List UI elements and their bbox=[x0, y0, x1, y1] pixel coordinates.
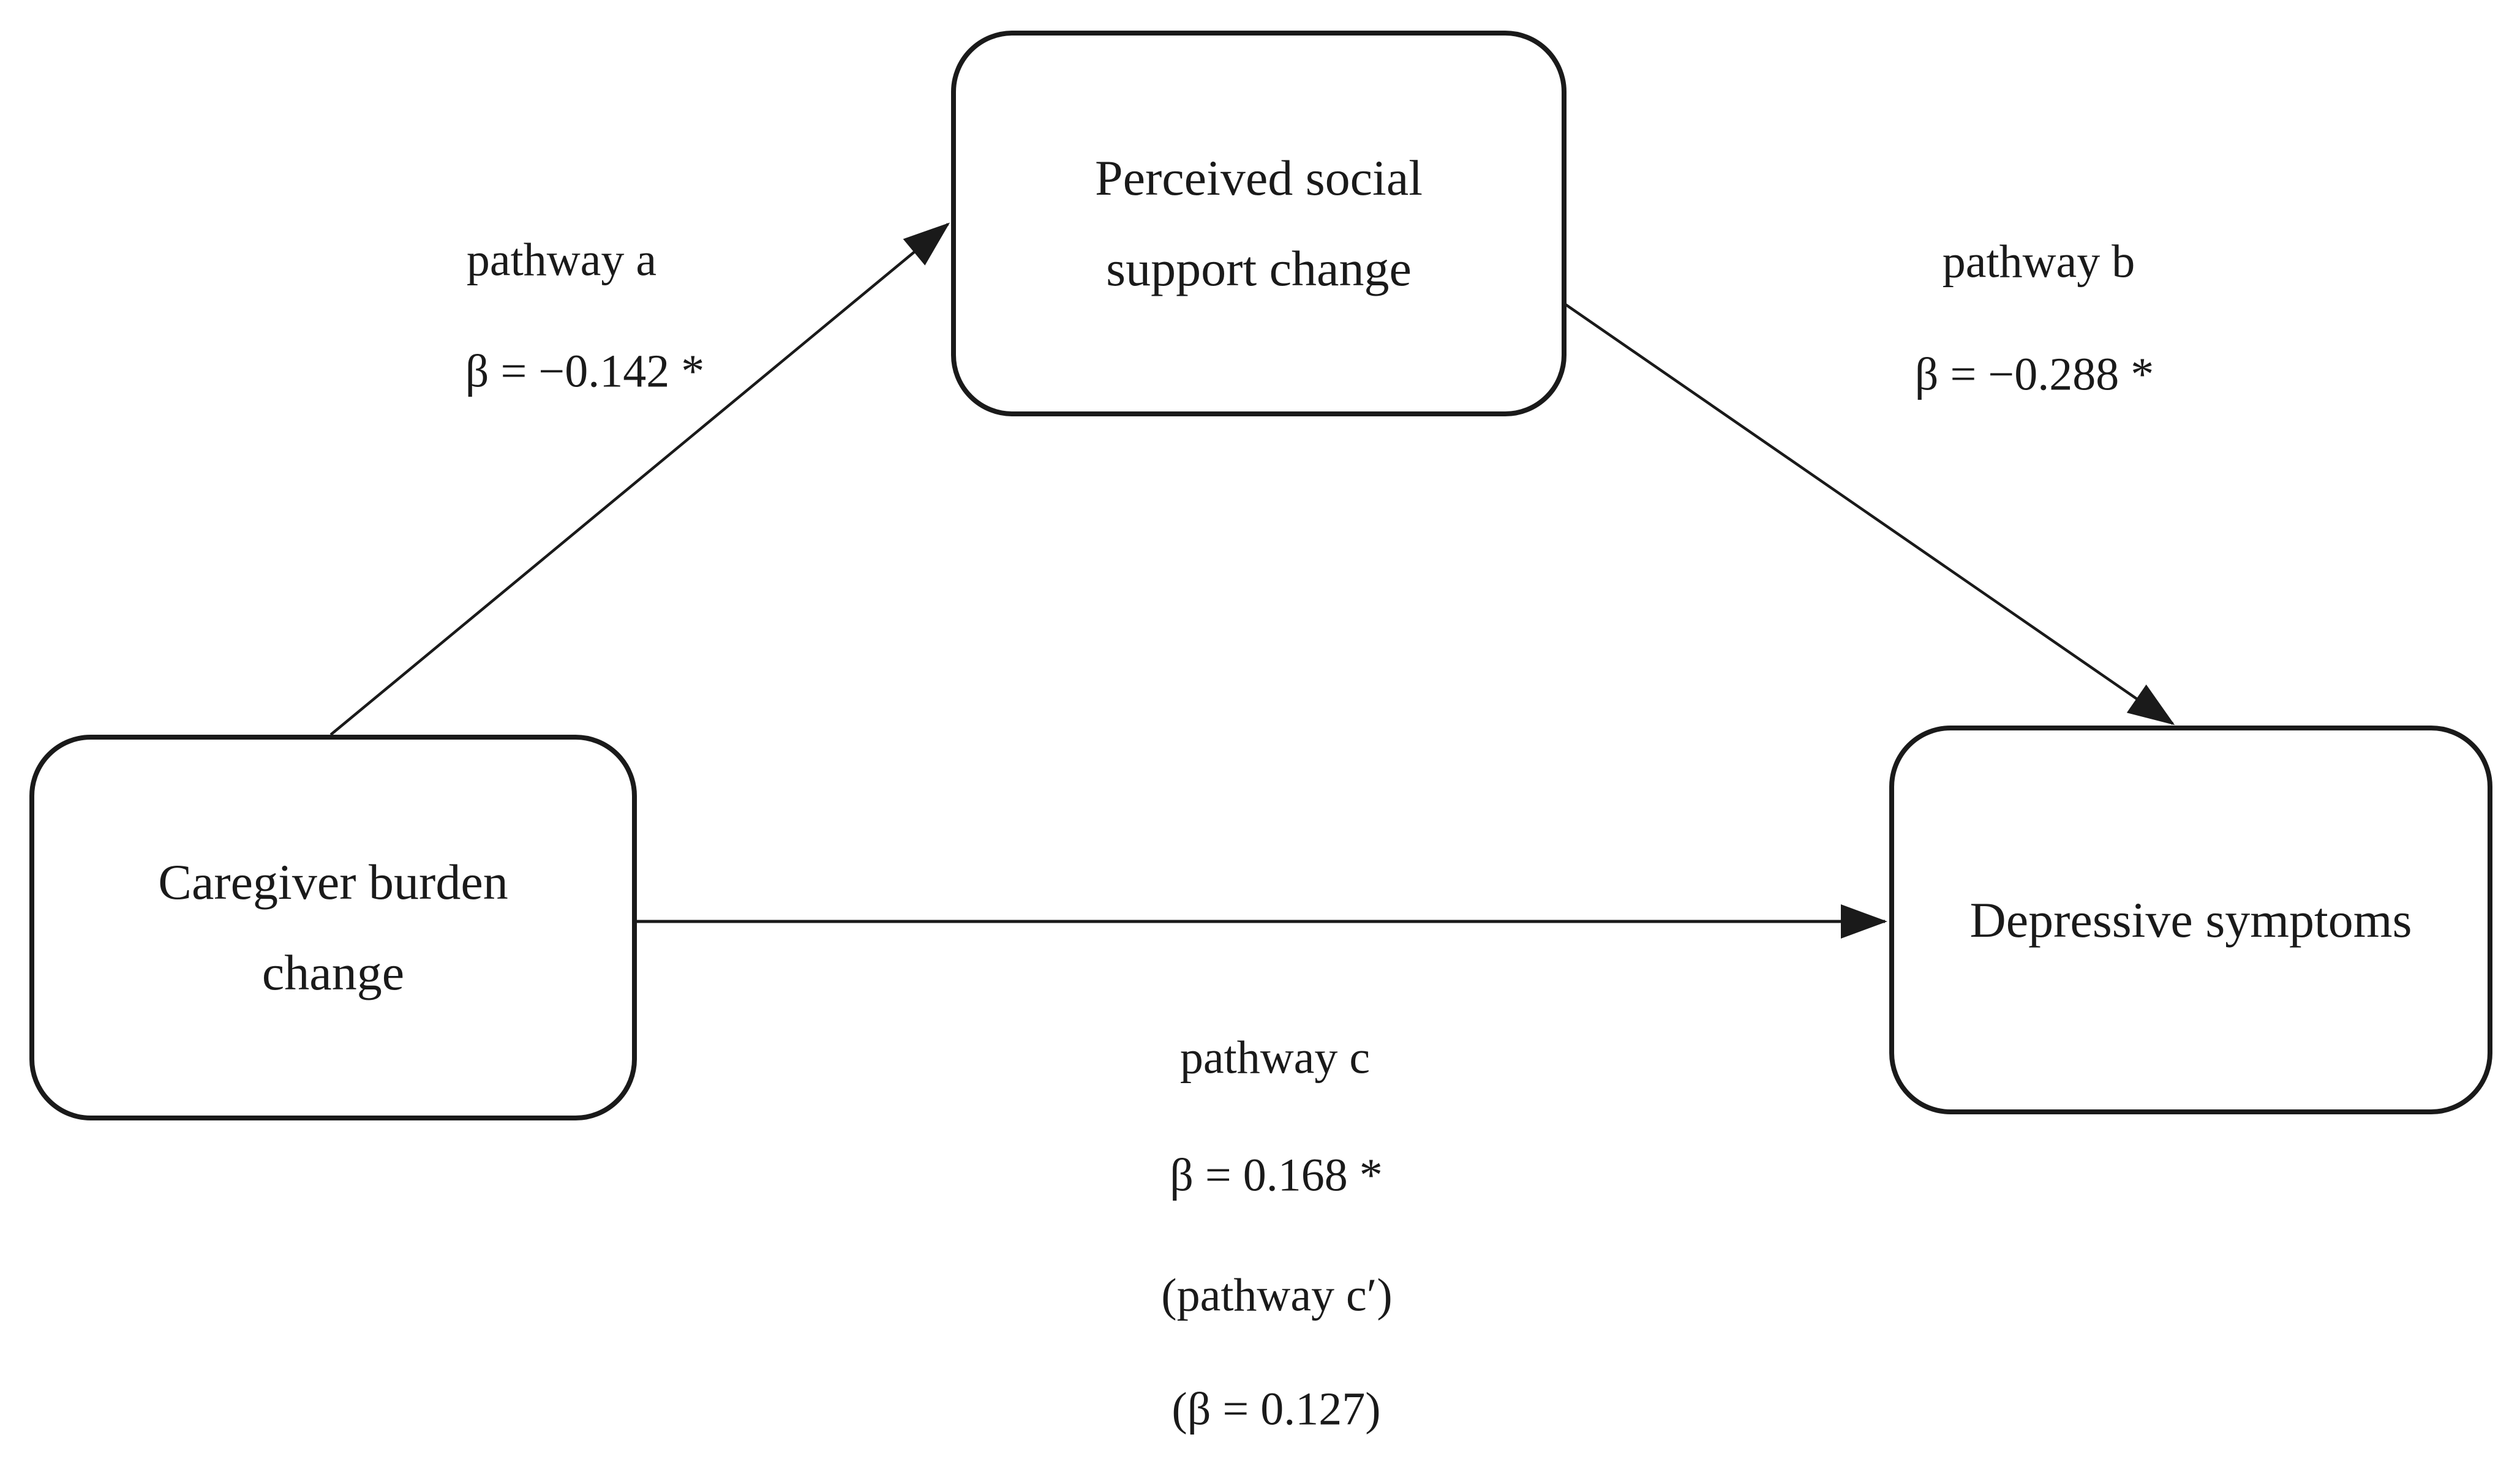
pathway-a-label: pathway a bbox=[466, 234, 657, 286]
node-label-outcome: Depressive symptoms bbox=[1969, 891, 2412, 948]
pathway-b-label: pathway b bbox=[1942, 236, 2135, 288]
pathway-c-prime-label: (pathway c′) bbox=[1161, 1269, 1393, 1321]
node-label-mediator: Perceived social support change bbox=[1094, 150, 1423, 296]
pathway-b-beta: β = −0.288 * bbox=[1914, 348, 2154, 400]
pathway-a-beta: β = −0.142 * bbox=[465, 345, 705, 397]
pathway-b-arrow bbox=[1564, 303, 2175, 726]
pathway-a-arrow bbox=[329, 222, 950, 736]
node-depressive-symptoms: Depressive symptoms bbox=[1889, 726, 2492, 1114]
pathway-c-beta: β = 0.168 * bbox=[1170, 1149, 1383, 1201]
node-label-predictor: Caregiver burden change bbox=[158, 854, 508, 1000]
node-perceived-social-support-change: Perceived social support change bbox=[951, 31, 1567, 416]
pathway-c-prime-beta: (β = 0.127) bbox=[1172, 1383, 1381, 1435]
pathway-c-label: pathway c bbox=[1179, 1032, 1371, 1084]
node-caregiver-burden-change: Caregiver burden change bbox=[29, 735, 637, 1120]
